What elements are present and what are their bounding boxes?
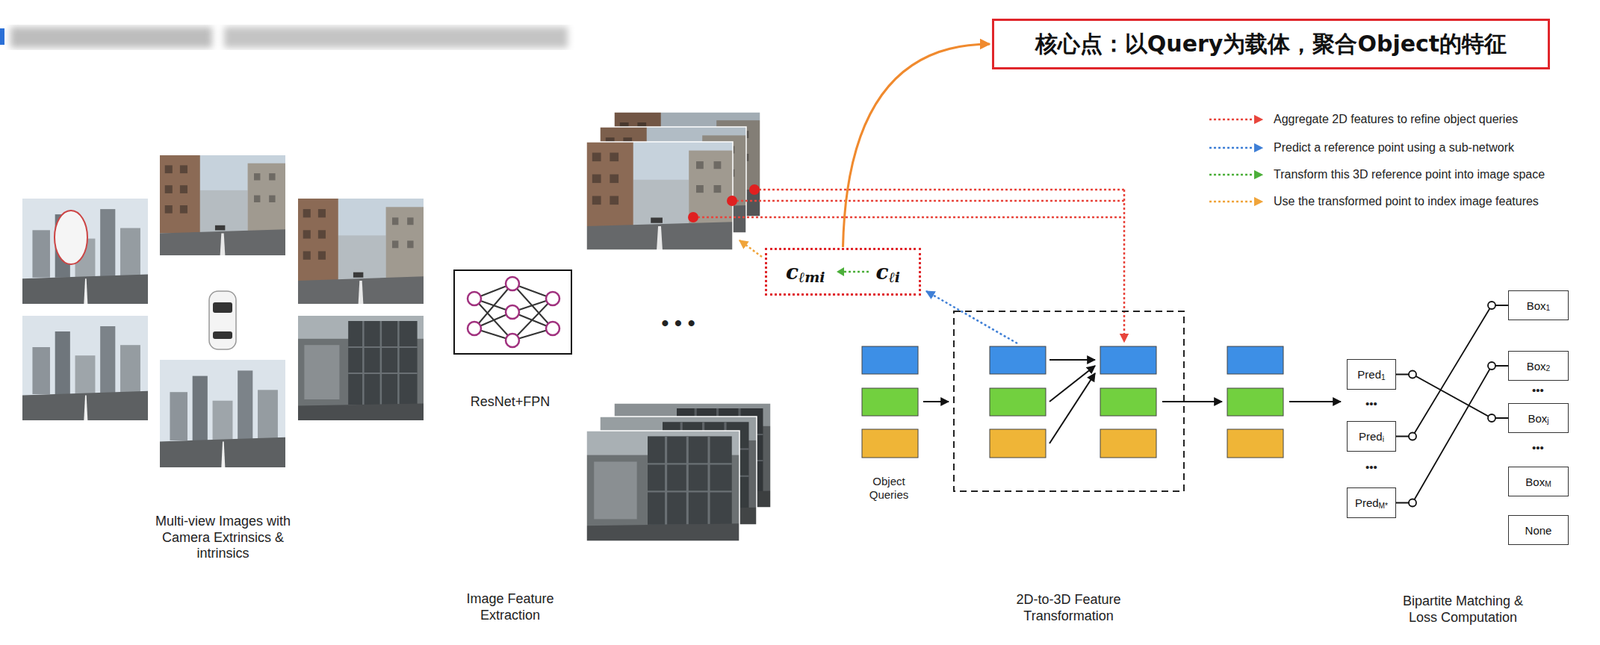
connector-line [1396, 305, 1509, 437]
matching-line [1396, 301, 1509, 441]
prediction-box: Predi [1346, 421, 1397, 452]
node-text: c [876, 259, 889, 285]
ellipsis: • • • [633, 310, 724, 337]
caption-label: Multi-view Images with Camera Extrinsics… [142, 513, 304, 563]
prediction-box: PredM* [1346, 487, 1397, 519]
connector-line [1396, 366, 1509, 504]
node-text: Pred [1357, 368, 1382, 381]
queries-label: Object Queries [859, 475, 919, 502]
ellipsis: ••• [1515, 441, 1561, 455]
feature-stack-top [586, 112, 761, 251]
node-text: Pred [1358, 430, 1383, 443]
aggregate-lines [693, 189, 1125, 343]
reference-point-box: cℓmicℓi [764, 247, 922, 296]
node-text: 核心点：以Query为载体，聚合Object的特征 [1035, 29, 1507, 60]
endpoint-circle [1408, 371, 1417, 379]
index-leader [739, 240, 762, 257]
connector-line [1396, 374, 1509, 420]
endpoint-circle [1408, 499, 1417, 508]
subscript: 1 [1546, 304, 1551, 313]
no-object-box: None [1508, 515, 1569, 546]
ground-truth-box: Box2 [1508, 351, 1569, 381]
node-text: Box [1525, 475, 1545, 489]
legend-samples [1209, 119, 1263, 202]
stage-label: 2D-to-3D Feature Transformation [1006, 592, 1131, 625]
ellipsis: ••• [1349, 397, 1394, 411]
predict-leader [926, 291, 1018, 344]
network-icon [454, 270, 572, 355]
ellipsis: ••• [1515, 383, 1561, 398]
node-text: Box [1526, 299, 1547, 313]
blurred-marker [0, 28, 5, 45]
backbone-label: ResNet+FPN [442, 394, 578, 411]
endpoint-circle [1487, 301, 1496, 310]
endpoint-circle [1487, 362, 1496, 370]
node-text: Pred [1354, 496, 1379, 510]
core-point-callout: 核心点：以Query为载体，聚合Object的特征 [991, 18, 1550, 70]
subscript: ℓmi [798, 268, 826, 287]
ground-truth-box: Box1 [1508, 290, 1569, 321]
matching-line [1396, 362, 1509, 508]
node-text: None [1525, 524, 1553, 538]
connector-line [843, 44, 991, 248]
ground-truth-box: BoxM [1508, 466, 1569, 497]
ellipsis: ••• [1349, 460, 1394, 475]
query-columns [861, 346, 1284, 458]
transform-arrow [835, 264, 871, 280]
prediction-box: Pred1 [1346, 359, 1397, 390]
node-text: c [785, 259, 799, 285]
transform-block [953, 311, 1184, 492]
feature-stack-bottom [586, 403, 771, 542]
node-text: Box [1526, 360, 1547, 373]
matching-line [1396, 371, 1509, 423]
ground-truth-box: Boxj [1508, 403, 1569, 434]
flow-arrows [923, 360, 1341, 444]
camera-images [22, 155, 424, 468]
blurred-title [10, 26, 568, 48]
subscript: ℓi [888, 268, 901, 287]
subscript: 1 [1381, 373, 1386, 382]
subscript: j [1546, 416, 1549, 426]
stage-label: Bipartite Matching & Loss Computation [1397, 593, 1529, 626]
node-text: Box [1527, 412, 1547, 426]
transform-arrow-head [836, 267, 845, 277]
endpoint-circle [1408, 433, 1417, 441]
legend-text: Aggregate 2D features to refine object q… [1273, 112, 1518, 127]
legend-text: Predict a reference point using a sub-ne… [1273, 140, 1515, 156]
subscript: M* [1378, 501, 1388, 511]
legend-text: Transform this 3D reference point into i… [1273, 167, 1545, 183]
sample-points [687, 184, 760, 223]
subscript: i [1382, 435, 1385, 444]
focus-arrow [843, 44, 991, 248]
stage-label: Image Feature Extraction [457, 591, 563, 624]
endpoint-circle [1487, 414, 1496, 423]
subscript: 2 [1546, 364, 1551, 373]
transform-arrow-line [843, 271, 869, 274]
legend-text: Use the transformed point to index image… [1273, 194, 1539, 210]
ego-car [209, 291, 237, 350]
subscript: M [1544, 480, 1552, 489]
